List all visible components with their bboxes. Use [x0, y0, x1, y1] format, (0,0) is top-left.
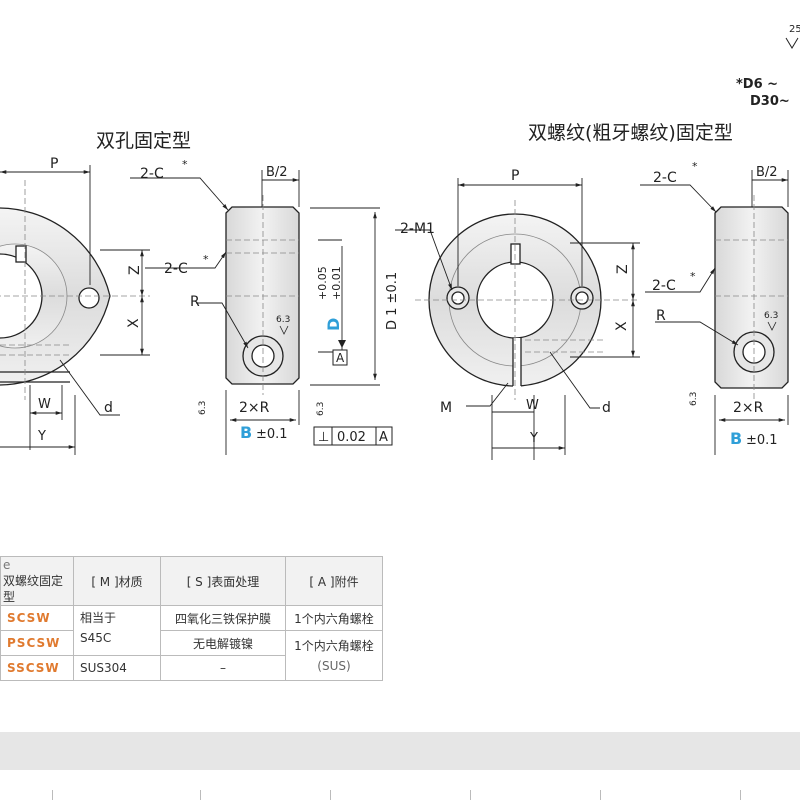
range-label-1: *D6 ~: [736, 77, 778, 92]
star-left: *: [182, 158, 188, 171]
label-2xR-left: 2×R: [239, 400, 270, 416]
label-2C-right-b: 2-C: [652, 278, 676, 294]
product-code[interactable]: SSCSW: [0, 655, 74, 681]
surface-cell: 四氧化三铁保护膜: [160, 605, 286, 631]
table-header-material: [ M ]材质: [73, 556, 161, 606]
top-mark: 25: [789, 24, 800, 35]
label-2C-right: 2-C: [653, 170, 677, 186]
title-double-thread: 双螺纹(粗牙螺纹)固定型: [528, 122, 733, 144]
label-M-right: M: [440, 400, 452, 416]
label-R-left: R: [190, 294, 200, 310]
label-Y-left: Y: [37, 429, 46, 444]
table-header-accessory: [ A ]附件: [285, 556, 383, 606]
table-row: SSCSW SUS304 –: [0, 655, 383, 681]
footer-band: [0, 732, 800, 770]
label-B-tol-right: ±0.1: [746, 433, 778, 448]
accessory-cell: 1个内六角螺栓 (SUS): [285, 630, 383, 681]
product-code[interactable]: PSCSW: [0, 630, 74, 656]
label-Z-left: Z: [127, 265, 143, 275]
label-tol-lo-left: +0.01: [330, 266, 343, 300]
technical-drawing: 25 *D6 ~ D30~ P Z X W Y d: [0, 24, 800, 460]
datum-A-left: A: [336, 351, 345, 365]
label-B-tol-left: ±0.1: [256, 427, 288, 442]
spec-table: e 双螺纹固定型 [ M ]材质 [ S ]表面处理 [ A ]附件 SCSW …: [0, 556, 383, 681]
label-2C-left: 2-C: [140, 166, 164, 182]
label-W-right: W: [526, 398, 539, 413]
label-D1-left: D 1 ±0.1: [385, 272, 400, 330]
label-d-left: d: [104, 400, 113, 416]
surface-cell: –: [160, 655, 286, 681]
label-X-left: X: [126, 318, 142, 328]
label-Z-right: Z: [615, 264, 631, 274]
label-d-right: d: [602, 400, 611, 416]
table-header-type: e 双螺纹固定型: [0, 556, 74, 606]
title-double-hole: 双孔固定型: [96, 130, 192, 152]
star-right-b: *: [690, 270, 696, 283]
label-X-right: X: [614, 321, 630, 331]
table-row: SCSW 相当于 S45C 四氧化三铁保护膜 1个内六角螺栓: [0, 605, 383, 656]
flatness-ref: A: [379, 430, 388, 445]
label-B2-right: B/2: [756, 165, 778, 180]
label-2xR-right: 2×R: [733, 400, 764, 416]
label-B-left: B: [240, 423, 252, 442]
rough-left-a: 6.3: [276, 315, 290, 325]
material-cell: SUS304: [73, 655, 161, 681]
rough-left-c: 6.3: [316, 402, 326, 416]
left-front-view: [0, 207, 111, 386]
range-label-2: D30~: [750, 94, 790, 109]
label-P-left: P: [50, 156, 58, 172]
table-row: PSCSW 无电解镀镍 1个内六角螺栓 (SUS): [0, 630, 383, 681]
label-B2-left: B/2: [266, 165, 288, 180]
label-R-right: R: [656, 308, 666, 324]
label-tol-up-left: +0.05: [316, 266, 329, 300]
star-left-b: *: [203, 253, 209, 266]
rough-right-a: 6.3: [764, 311, 778, 321]
footer-row: [0, 790, 800, 800]
rough-right-b: 6.3: [689, 392, 699, 406]
left-side-view: [225, 195, 300, 395]
label-P-right: P: [511, 168, 519, 184]
label-B-right: B: [730, 429, 742, 448]
surface-cell: 无电解镀镍: [160, 630, 286, 656]
product-code[interactable]: SCSW: [0, 605, 74, 631]
label-2C-left-b: 2-C: [164, 261, 188, 277]
label-W-left: W: [38, 397, 51, 412]
label-D-left: D: [324, 318, 343, 331]
flatness-value: 0.02: [337, 430, 366, 445]
rough-left-b: 6.3: [198, 401, 208, 415]
right-side-view: [714, 195, 789, 400]
label-Y-right: Y: [529, 431, 538, 446]
label-2M1-right: 2-M1: [400, 221, 435, 237]
star-right: *: [692, 160, 698, 173]
flatness-symbol: ⊥: [318, 430, 329, 445]
accessory-cell: 1个内六角螺栓: [285, 605, 383, 631]
material-cell: 相当于 S45C: [73, 605, 161, 656]
table-header-surface: [ S ]表面处理: [160, 556, 286, 606]
